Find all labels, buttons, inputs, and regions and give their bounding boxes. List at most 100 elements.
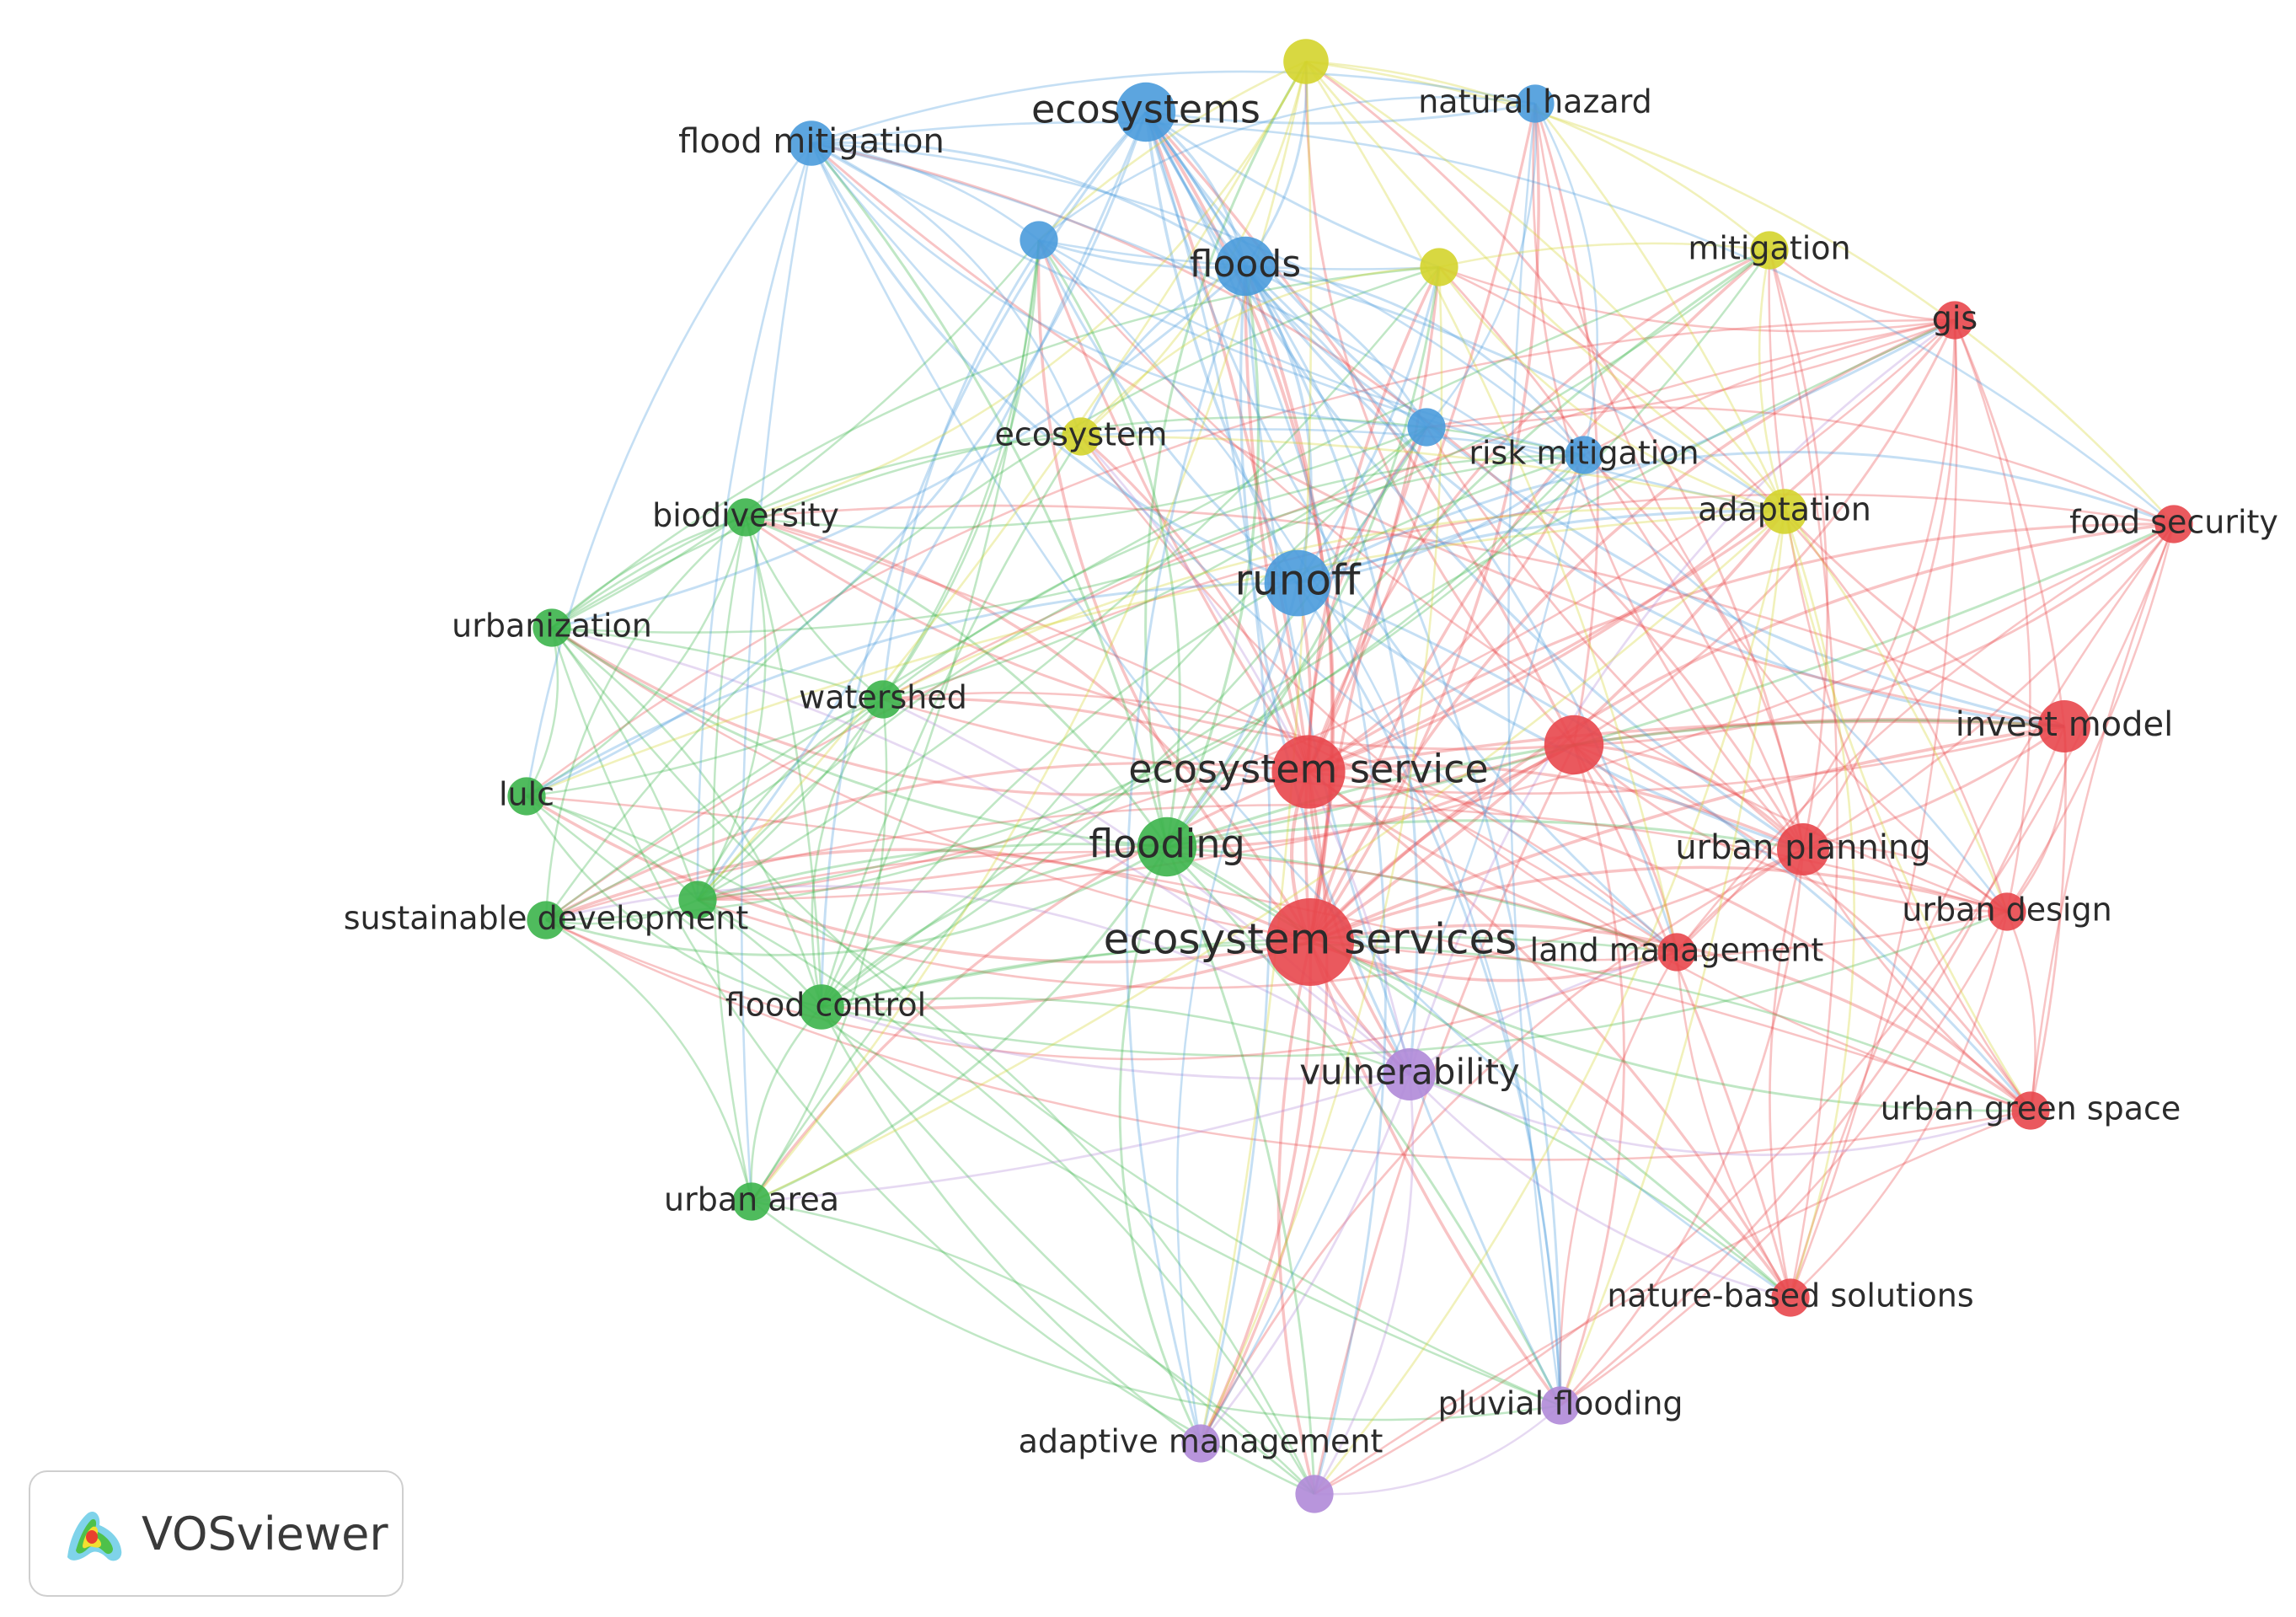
link-flooding-pluvial_flooding — [1165, 846, 1562, 1406]
link-nature_based_solutions-mitigation — [1768, 249, 1838, 1298]
link-urban_planning-urban_green_space — [1801, 849, 2031, 1112]
node-natural-hazard[interactable] — [1516, 84, 1555, 123]
node-flood-mitigation[interactable] — [789, 120, 834, 166]
link-urban_planning-runoff — [1297, 581, 1804, 851]
link-sustainable_development-yellow_mid — [544, 265, 1440, 921]
link-food_security-runoff — [1297, 451, 2175, 585]
link-biodiversity-urban_area — [712, 517, 753, 1202]
link-red_hub-land_management — [1572, 744, 1678, 953]
node-ecosystem[interactable] — [1062, 417, 1100, 456]
link-green_small-mitigation — [697, 249, 1771, 902]
vosviewer-logo-icon — [67, 1511, 122, 1561]
link-urban_planning-adaptive_management — [1199, 848, 1804, 1444]
node-urbanization[interactable] — [533, 608, 571, 647]
link-flood_control-ecosystem — [820, 436, 1083, 1008]
node-biodiversity[interactable] — [726, 498, 765, 537]
node-invest-model[interactable] — [2038, 700, 2090, 752]
node-mitigation[interactable] — [1750, 231, 1789, 270]
node-red-hub[interactable] — [1544, 715, 1604, 775]
link-ecosystem_services-biodiversity — [745, 516, 1312, 943]
node-land-management[interactable] — [1657, 933, 1696, 972]
link-red_hub-pluvial_flooding — [1559, 744, 1625, 1406]
link-green_small-blue_small_1 — [697, 239, 1041, 901]
link-invest_model-urban_planning — [1802, 725, 2065, 851]
link-urban_green_space-vulnerability — [1409, 1073, 2031, 1156]
node-pluvial-flooding[interactable] — [1541, 1386, 1580, 1425]
link-land_management-nature_based_solutions — [1675, 951, 1792, 1298]
node-yellow-mid[interactable] — [1420, 248, 1458, 286]
link-vulnerability-purple_small — [1313, 1074, 1415, 1495]
node-gis[interactable] — [1935, 301, 1974, 340]
link-nature_based_solutions-adaptation — [1783, 511, 1855, 1298]
link-ecosystem_services-blue_small_2 — [1309, 426, 1428, 943]
node-flood-control[interactable] — [799, 984, 844, 1030]
link-ecosystem_service-natural_hazard — [1307, 103, 1537, 773]
node-sustainable-development[interactable] — [527, 901, 565, 940]
link-gis-flood_control — [821, 319, 1956, 1009]
link-urban_design-pluvial_flooding — [1560, 911, 2009, 1407]
node-nature-based-solutions[interactable] — [1771, 1278, 1810, 1317]
node-vulnerability[interactable] — [1383, 1048, 1436, 1100]
node-urban-green-space[interactable] — [2011, 1091, 2050, 1130]
link-red_hub-nature_based_solutions — [1572, 744, 1792, 1298]
link-ecosystem_service-sustainable_development — [545, 761, 1309, 922]
link-sustainable_development-urban_area — [545, 918, 753, 1202]
link-nature_based_solutions-flood_mitigation — [810, 142, 1791, 1299]
link-urban_design-nature_based_solutions — [1790, 911, 2009, 1298]
node-ecosystems[interactable] — [1116, 82, 1176, 142]
link-flooding-biodiversity — [745, 516, 1169, 848]
node-yellow-top[interactable] — [1283, 39, 1329, 84]
node-adaptive-management[interactable] — [1181, 1424, 1220, 1463]
node-floods[interactable] — [1215, 236, 1276, 297]
link-ecosystem_services-mitigation — [1309, 249, 1771, 943]
link-nature_based_solutions-flooding — [1166, 845, 1791, 1299]
node-blue-small-1[interactable] — [1020, 221, 1058, 260]
link-ecosystem_services-nature_based_solutions — [1309, 940, 1792, 1299]
link-urbanization-ecosystem — [551, 435, 1082, 629]
link-ecosystem_services-floods — [1244, 265, 1334, 943]
node-runoff[interactable] — [1264, 549, 1331, 617]
link-green_small-ecosystems — [696, 111, 1148, 901]
link-gis-yellow_mid — [1438, 265, 1956, 333]
node-food-security[interactable] — [2154, 505, 2193, 543]
node-ecosystem-services[interactable] — [1266, 898, 1354, 986]
link-urban_design-flood_mitigation — [811, 142, 2009, 913]
node-urban-planning[interactable] — [1777, 823, 1829, 875]
node-watershed[interactable] — [864, 680, 902, 719]
node-flooding[interactable] — [1137, 817, 1197, 877]
link-floods-flood_mitigation — [811, 141, 1246, 268]
link-food_security-land_management — [1676, 522, 2175, 953]
link-flooding-blue_small_1 — [1037, 239, 1181, 848]
label-flood-control: flood control — [725, 987, 926, 1024]
link-urbanization-blue_small_1 — [551, 239, 1040, 629]
node-blue-small-2[interactable] — [1407, 408, 1446, 447]
link-floods-adaptive_management — [1125, 265, 1247, 1444]
link-biodiversity-urbanization — [551, 516, 747, 629]
node-ecosystem-service[interactable] — [1271, 735, 1346, 809]
node-urban-area[interactable] — [732, 1182, 771, 1221]
node-adaptation[interactable] — [1762, 489, 1807, 534]
link-ecosystem_services-blue_small_1 — [1036, 239, 1312, 944]
link-urban_green_space-flood_control — [821, 943, 2031, 1112]
link-watershed-urbanization — [551, 626, 884, 701]
link-gis-nature_based_solutions — [1789, 319, 1958, 1298]
link-ecosystem_services-sustainable_development — [545, 848, 1311, 944]
link-ecosystem_service-floods — [1244, 265, 1310, 773]
link-red_hub-yellow_top — [1304, 61, 1576, 747]
node-urban-design[interactable] — [1988, 892, 2026, 931]
link-gis-urban_design — [1953, 319, 2031, 913]
node-green-small[interactable] — [678, 881, 717, 919]
node-lulc[interactable] — [507, 777, 546, 816]
link-ecosystems-purple_small — [1144, 111, 1387, 1495]
link-sustainable_development-risk_mitigation — [545, 454, 1585, 922]
link-red_hub-urban_planning — [1573, 743, 1805, 851]
label-watershed: watershed — [799, 679, 967, 716]
node-risk-mitigation[interactable] — [1565, 436, 1603, 474]
link-red_hub-food_security — [1573, 522, 2175, 747]
link-urban_area-vulnerability — [751, 1073, 1410, 1203]
node-purple-small[interactable] — [1295, 1475, 1334, 1513]
link-land_management-yellow_top — [1304, 61, 1678, 953]
link-ecosystem_services-flood_control — [821, 940, 1311, 1010]
link-flood_control-urbanization — [551, 626, 823, 1008]
